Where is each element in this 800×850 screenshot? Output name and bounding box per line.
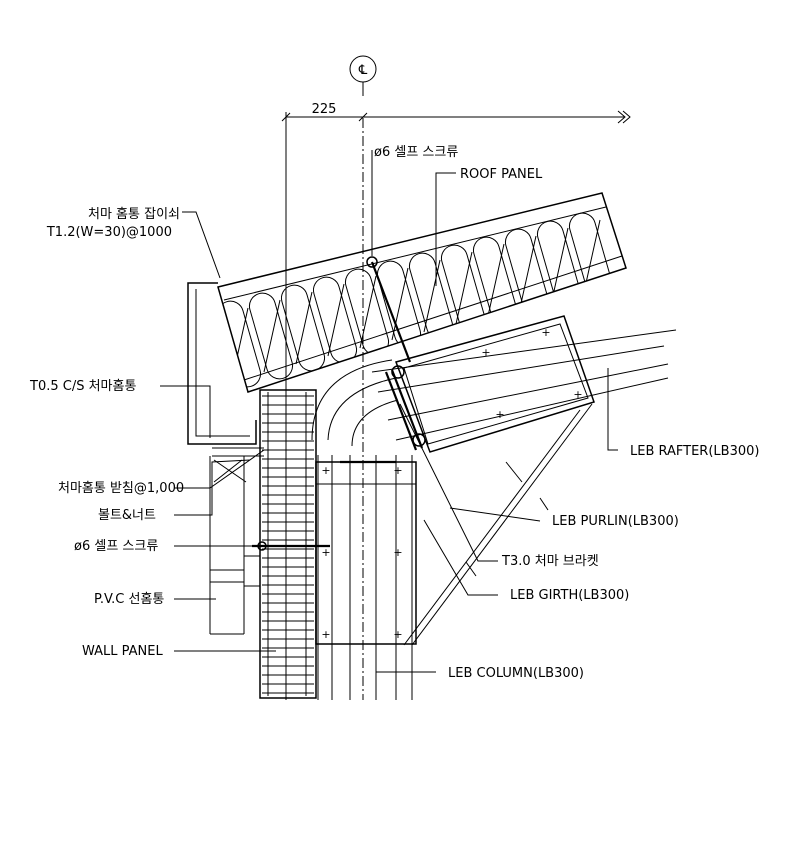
label-roof-panel: ROOF PANEL: [460, 167, 543, 182]
leb-girth: + + + + + +: [315, 460, 417, 645]
label-bolt-nut: 볼트&너트: [98, 508, 156, 523]
purlin-screw-2: +: [541, 326, 550, 339]
girth-screw-2: +: [393, 464, 402, 477]
gutter-support: [212, 447, 264, 483]
dimension-225: 225: [281, 102, 631, 700]
purlin-screw-4: +: [573, 388, 582, 401]
purlin-screw-1: +: [481, 346, 490, 359]
girth-screw-5: +: [321, 628, 330, 641]
pvc-downpipe: [209, 456, 261, 635]
label-leb-purlin: LEB PURLIN(LB300): [552, 514, 679, 529]
purlin-screw-3: +: [495, 408, 504, 421]
label-gutter-holder-1: 처마 홈통 잡이쇠: [88, 207, 180, 222]
annotation-labels: ø6 셀프 스크류 ROOF PANEL 처마 홈통 잡이쇠 T1.2(W=30…: [29, 145, 759, 681]
label-pvc-downpipe: P.V.C 선홈통: [94, 592, 164, 607]
label-wall-panel: WALL PANEL: [82, 644, 163, 659]
roof-insulation: [218, 212, 614, 388]
leader-lines: [160, 150, 618, 673]
label-gutter-support: 처마홈통 받침@1,000: [58, 481, 184, 496]
centerline-marker: ℄: [349, 55, 377, 700]
eave-gutter: [187, 282, 257, 445]
label-eave-gutter: T0.5 C/S 처마홈통: [29, 379, 136, 394]
label-self-screw-top: ø6 셀프 스크류: [374, 145, 458, 160]
girth-screw-4: +: [393, 546, 402, 559]
girth-screw-1: +: [321, 464, 330, 477]
wall-panel: [259, 389, 317, 699]
girth-screw-6: +: [393, 628, 402, 641]
label-gutter-holder-2: T1.2(W=30)@1000: [46, 225, 172, 240]
wall-screw: [252, 541, 330, 551]
leb-column: [311, 359, 413, 700]
leb-rafter: [371, 329, 677, 441]
label-leb-column: LEB COLUMN(LB300): [448, 666, 584, 681]
centerline-symbol: ℄: [358, 63, 368, 78]
dimension-value: 225: [312, 102, 337, 117]
eave-bracket: [366, 256, 426, 451]
leb-purlin: + + + +: [395, 315, 595, 453]
label-leb-girth: LEB GIRTH(LB300): [510, 588, 629, 603]
knee-brace: [403, 403, 593, 646]
girth-screw-3: +: [321, 546, 330, 559]
label-leb-rafter: LEB RAFTER(LB300): [630, 444, 759, 459]
label-self-screw-wall: ø6 셀프 스크류: [74, 539, 158, 554]
label-eave-bracket: T3.0 처마 브라켓: [501, 554, 599, 569]
